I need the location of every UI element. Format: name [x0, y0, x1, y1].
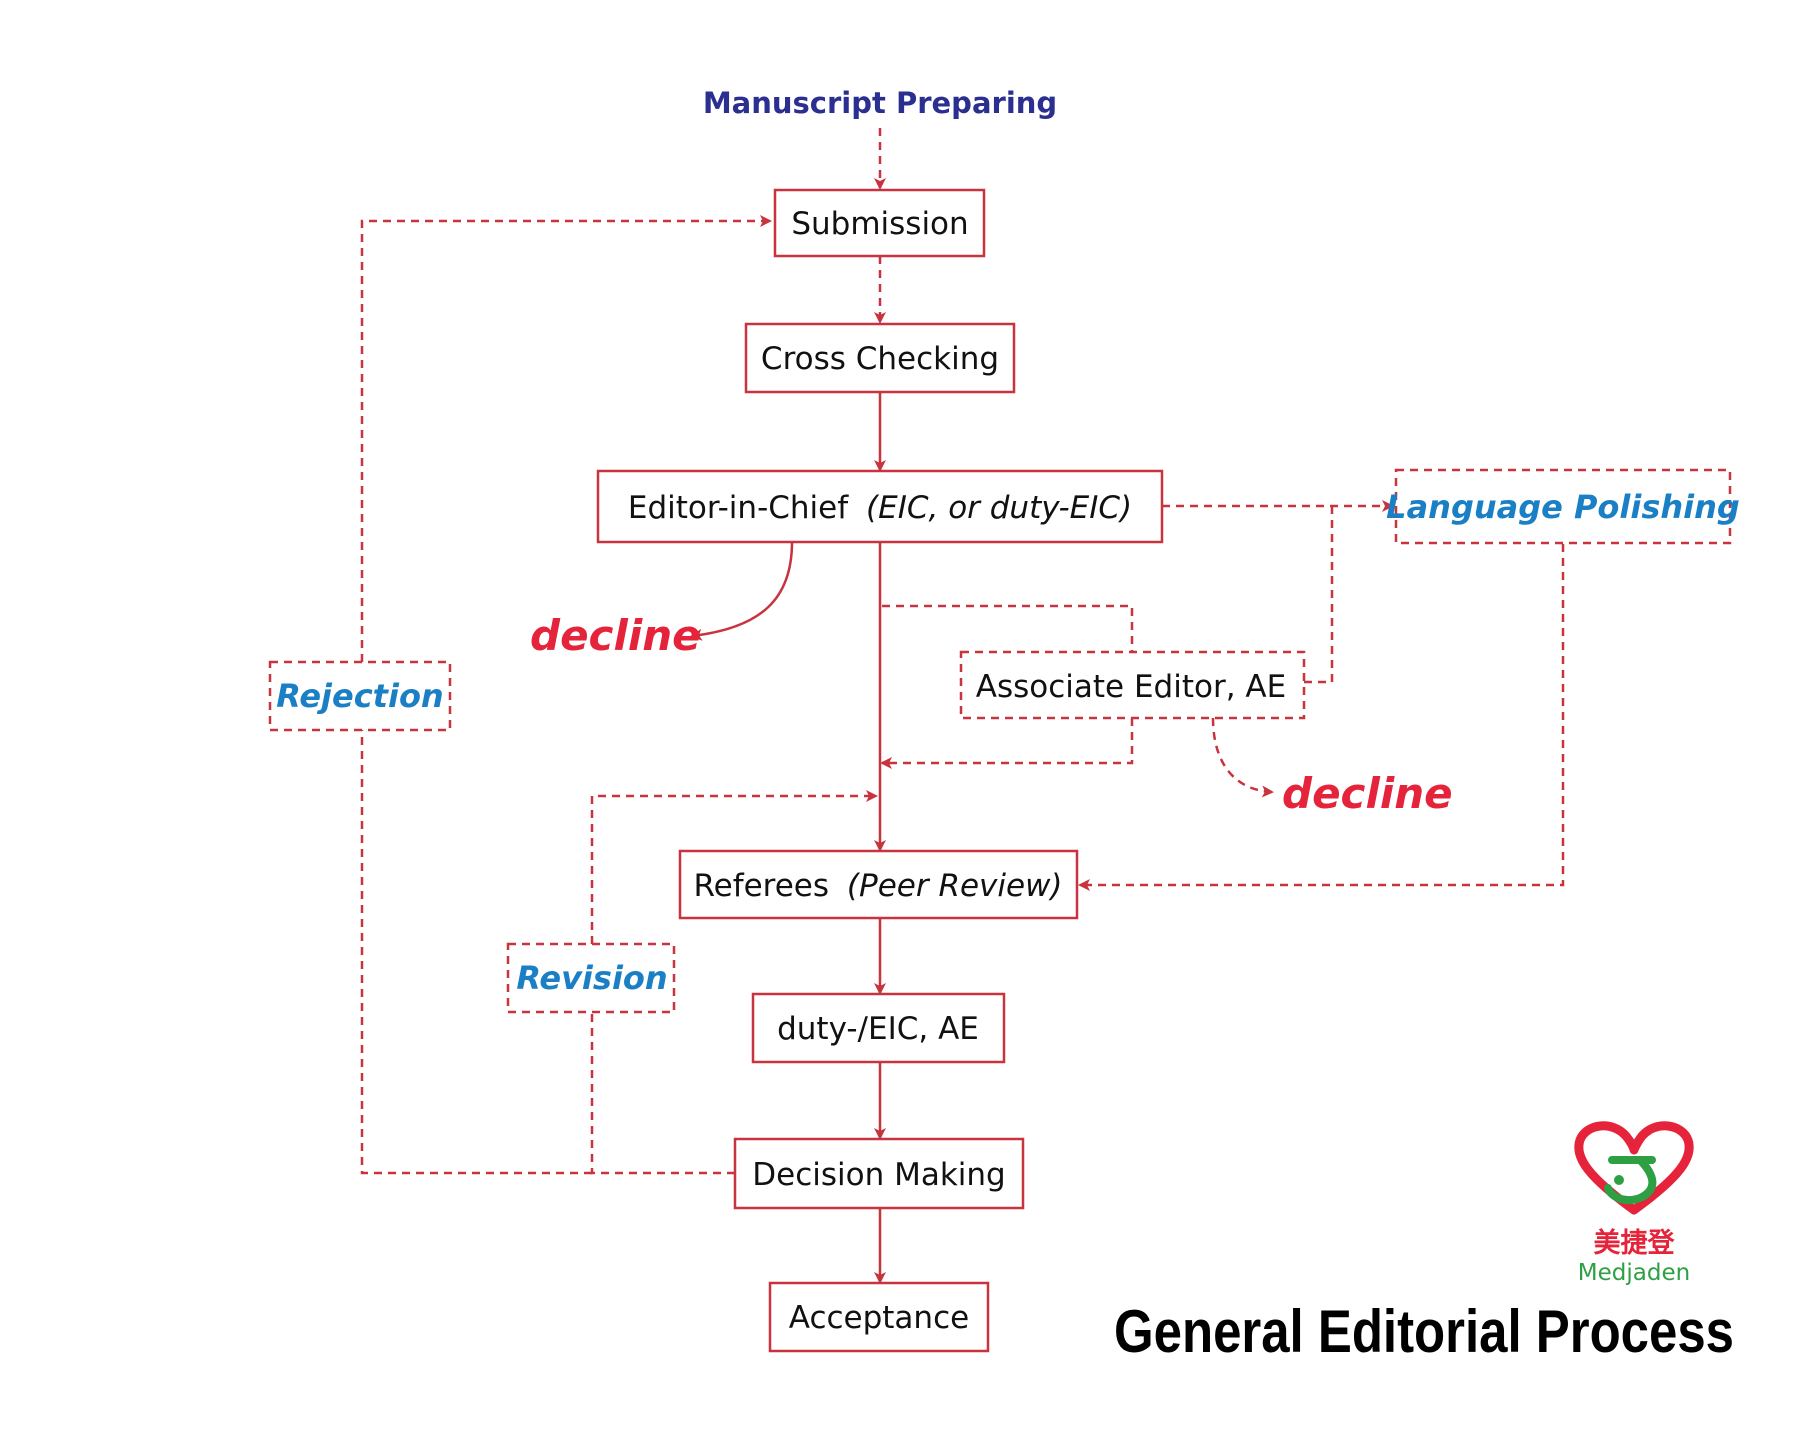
node-referees-main: Referees	[693, 868, 829, 904]
medjaden-logo: 美捷登 Medjaden	[1574, 1121, 1694, 1286]
edge-rejection-to-submission	[360, 215, 772, 662]
edge-revision-to-main	[590, 790, 878, 944]
node-associate-editor-box	[959, 650, 1306, 720]
node-eic-box	[596, 469, 1164, 544]
edge-main-to-ae	[882, 604, 1134, 652]
edge-ae-to-main	[880, 718, 1134, 769]
node-eic-main: Editor-in-Chief	[628, 490, 849, 526]
connectors	[360, 128, 1565, 1284]
diagram-title: General Editorial Process	[1114, 1298, 1734, 1365]
node-associate-editor: Associate Editor, AE	[959, 650, 1306, 720]
node-duty-eic-ae-label: duty-/EIC, AE	[777, 1011, 979, 1047]
node-acceptance: Acceptance	[768, 1281, 990, 1353]
start-label: Manuscript Preparing	[703, 86, 1057, 120]
node-referees-box	[678, 849, 1079, 920]
ae-decline-label: decline	[1282, 769, 1453, 818]
node-referees: Referees (Peer Review)	[678, 849, 1079, 920]
node-language-polishing: Language Polishing	[1386, 468, 1740, 545]
node-cross-checking-box	[744, 322, 1016, 394]
node-rejection-label: Rejection	[276, 677, 443, 715]
node-submission-label: Submission	[791, 206, 968, 242]
node-referees-label: Referees (Peer Review)	[693, 868, 1062, 904]
node-cross-checking: Cross Checking	[744, 322, 1016, 394]
node-revision: Revision	[506, 942, 676, 1014]
brand-name-en: Medjaden	[1578, 1260, 1690, 1286]
eic-decline-label: decline	[530, 611, 701, 660]
edge-ae-to-language-polishing	[1304, 506, 1334, 684]
node-eic-sub: (EIC, or duty-EIC)	[866, 490, 1132, 526]
node-duty-eic-ae-box	[751, 992, 1006, 1064]
logo-dot-icon	[1614, 1175, 1624, 1185]
edge-eic-to-decline	[690, 541, 794, 641]
node-referees-sub: (Peer Review)	[847, 868, 1063, 904]
node-decision-making-box	[733, 1137, 1025, 1210]
node-cross-checking-label: Cross Checking	[761, 341, 999, 377]
brand-name-cn: 美捷登	[1594, 1227, 1676, 1259]
edge-decision-to-revision	[590, 1012, 735, 1175]
node-revision-box	[506, 942, 676, 1014]
edge-ae-to-decline	[1211, 717, 1274, 798]
edge-decision-to-rejection	[360, 730, 592, 1175]
node-duty-eic-ae: duty-/EIC, AE	[751, 992, 1006, 1064]
logo-figure-icon	[1604, 1156, 1657, 1205]
node-submission-box	[773, 188, 986, 258]
node-decision-making-label: Decision Making	[752, 1157, 1005, 1193]
node-eic-label: Editor-in-Chief (EIC, or duty-EIC)	[628, 490, 1132, 526]
node-submission: Submission	[773, 188, 986, 258]
node-language-polishing-label: Language Polishing	[1386, 488, 1740, 526]
node-acceptance-label: Acceptance	[789, 1300, 969, 1336]
node-eic: Editor-in-Chief (EIC, or duty-EIC)	[596, 469, 1164, 544]
node-acceptance-box	[768, 1281, 990, 1353]
logo-heart-icon	[1574, 1121, 1694, 1215]
node-decision-making: Decision Making	[733, 1137, 1025, 1210]
node-rejection: Rejection	[268, 660, 452, 732]
edge-language-polishing-to-referees	[1078, 544, 1565, 891]
node-language-polishing-box	[1394, 468, 1732, 545]
node-rejection-box	[268, 660, 452, 732]
node-associate-editor-label: Associate Editor, AE	[976, 669, 1286, 705]
node-revision-label: Revision	[516, 959, 667, 997]
